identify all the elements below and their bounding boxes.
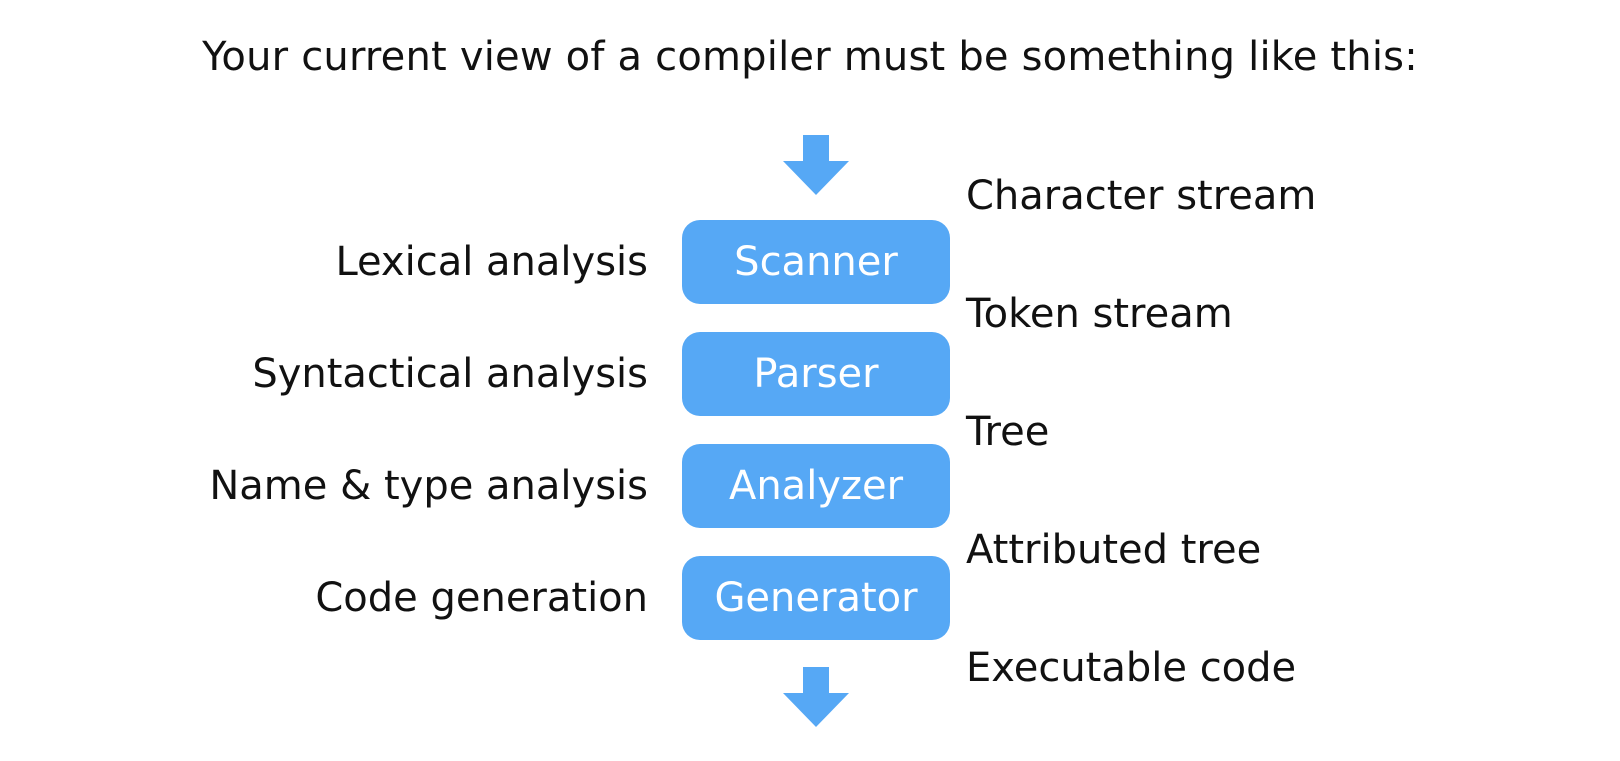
page-title: Your current view of a compiler must be … bbox=[202, 34, 1418, 80]
phase-label-code-generation: Code generation bbox=[315, 575, 648, 621]
stream-label-tree: Tree bbox=[966, 409, 1050, 455]
stage-generator: Generator bbox=[682, 556, 950, 640]
phase-label-name-type: Name & type analysis bbox=[209, 463, 648, 509]
stream-label-attributed-tree: Attributed tree bbox=[966, 527, 1262, 573]
stage-parser: Parser bbox=[682, 332, 950, 416]
stream-label-token: Token stream bbox=[966, 291, 1233, 337]
stream-label-character: Character stream bbox=[966, 173, 1317, 219]
phase-label-syntactical: Syntactical analysis bbox=[252, 351, 648, 397]
input-arrow-down-icon bbox=[783, 135, 849, 195]
stream-label-executable: Executable code bbox=[966, 645, 1297, 691]
stage-scanner: Scanner bbox=[682, 220, 950, 304]
output-arrow-down-icon bbox=[783, 667, 849, 727]
stage-analyzer: Analyzer bbox=[682, 444, 950, 528]
phase-label-lexical: Lexical analysis bbox=[335, 239, 648, 285]
